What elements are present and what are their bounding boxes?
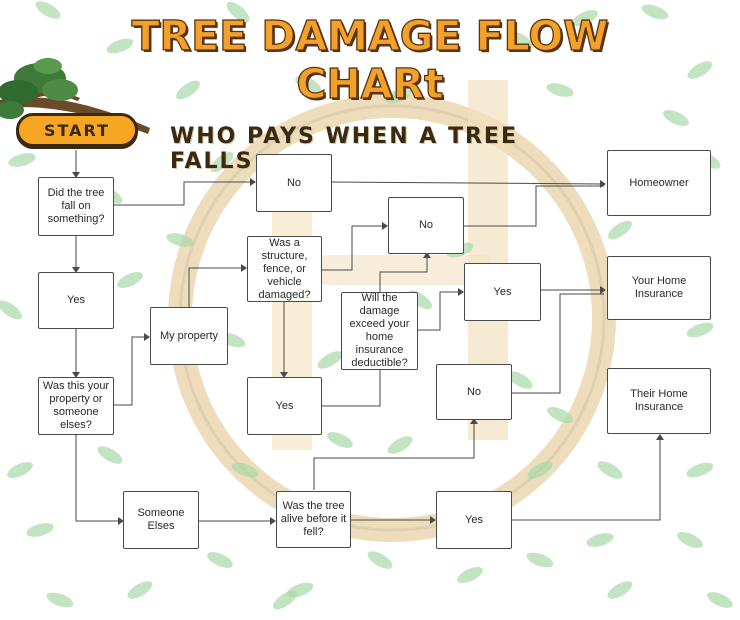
start-node: START [16,113,138,147]
node-no-alive: No [436,364,512,420]
node-exceed-deductible: Will the damage exceed your home insuran… [341,292,418,370]
leaf-icon [597,461,623,479]
leaf-icon [106,38,134,54]
arrowhead [458,288,464,296]
leaf-icon [663,109,689,127]
arrowhead [382,222,388,230]
node-someone-elses: Someone Elses [123,491,199,549]
arrowhead [423,252,431,258]
node-yes-alive: Yes [436,491,512,549]
connector-no-to-your-insurance [512,293,604,394]
node-no-top: No [256,154,332,212]
node-my-property: My property [150,307,228,365]
connector-q2-to-someone [75,435,122,522]
node-alive-before: Was the tree alive before it fell? [276,491,351,548]
leaf-icon [317,351,343,369]
leaf-icon [641,4,669,20]
node-yes-structure: Yes [247,377,322,435]
leaf-icon [295,75,321,93]
node-homeowner: Homeowner [607,150,711,216]
leaf-icon [8,153,36,167]
arrowhead [470,418,478,424]
leaf-icon [0,300,22,320]
leaf-icon [176,80,200,100]
node-whose-property: Was this your property or someone elses? [38,377,114,435]
leaf-icon [35,1,61,19]
node-no-middle: No [388,197,464,254]
arrowhead [118,517,124,525]
connector-q2-to-my-property [114,336,148,406]
node-your-home-insurance: Your Home Insurance [607,256,711,320]
leaf-icon [387,436,413,454]
tree-branch-icon [0,58,150,134]
leaf-icon [127,581,153,599]
leaf-icon [507,31,533,49]
leaf-icon [572,9,598,27]
leaf-icon [97,446,123,464]
arrowhead [241,264,247,272]
connector-deductible-to-yes [418,291,462,331]
leaf-icon [117,271,143,289]
connector-structure-to-no [322,225,386,271]
leaf-icon [686,322,714,338]
connector-yes-to-their-insurance [512,436,661,521]
leaf-icon [687,61,713,79]
connector-no-to-homeowner [331,181,605,185]
arrowhead [430,516,436,524]
connector-no-to-homeowner-2 [464,185,604,227]
leaf-icon [526,552,554,568]
connector-q1-to-no [114,181,254,206]
arrowhead [72,372,80,378]
leaf-icon [457,566,483,584]
arrowhead [72,267,80,273]
leaf-icon [273,590,297,610]
arrowhead [144,333,150,341]
leaf-icon [707,591,733,609]
leaf-icon [7,461,33,479]
leaf-icon [686,462,714,478]
arrowhead [656,434,664,440]
leaf-icon [327,431,353,449]
leaf-icon [26,523,54,537]
chart-subtitle: WHO PAYS WHEN A TREE FALLS [170,124,518,174]
leaf-icon [384,88,412,104]
node-yes-exceed: Yes [464,263,541,321]
leaf-icon [226,1,250,23]
leaf-icon [608,220,632,240]
chart-title-line-1: TREE DAMAGE FLOW [131,11,609,60]
leaf-icon [210,151,234,173]
leaf-icon [166,233,194,247]
connector-alive-to-no [313,420,475,490]
connector-my-to-structure [188,267,245,307]
arrowhead [270,517,276,525]
arrowhead [250,178,256,186]
node-their-home-insurance: Their Home Insurance [607,368,711,434]
leaf-icon [207,551,233,569]
chart-title-line-2: CHARt [296,59,445,108]
node-yes-fell: Yes [38,272,114,329]
node-structure-damaged: Was a structure, fence, or vehicle damag… [247,236,322,302]
leaf-icon [46,592,74,608]
leaf-icon [367,551,393,569]
node-fell-on-something: Did the tree fall on something? [38,177,114,236]
connector-deductible-to-no [379,254,428,292]
leaf-icon [527,461,553,479]
arrowhead [72,172,80,178]
leaf-icon [607,581,633,599]
leaf-icon [231,462,259,478]
leaf-icon [547,406,573,424]
arrowhead [600,286,606,294]
arrowhead [600,180,606,188]
leaf-icon [507,371,533,389]
leaf-icon [677,531,703,549]
connector-lines [75,150,661,522]
leaf-icon [586,533,614,547]
leaf-icon [546,83,574,97]
arrowhead [280,372,288,378]
